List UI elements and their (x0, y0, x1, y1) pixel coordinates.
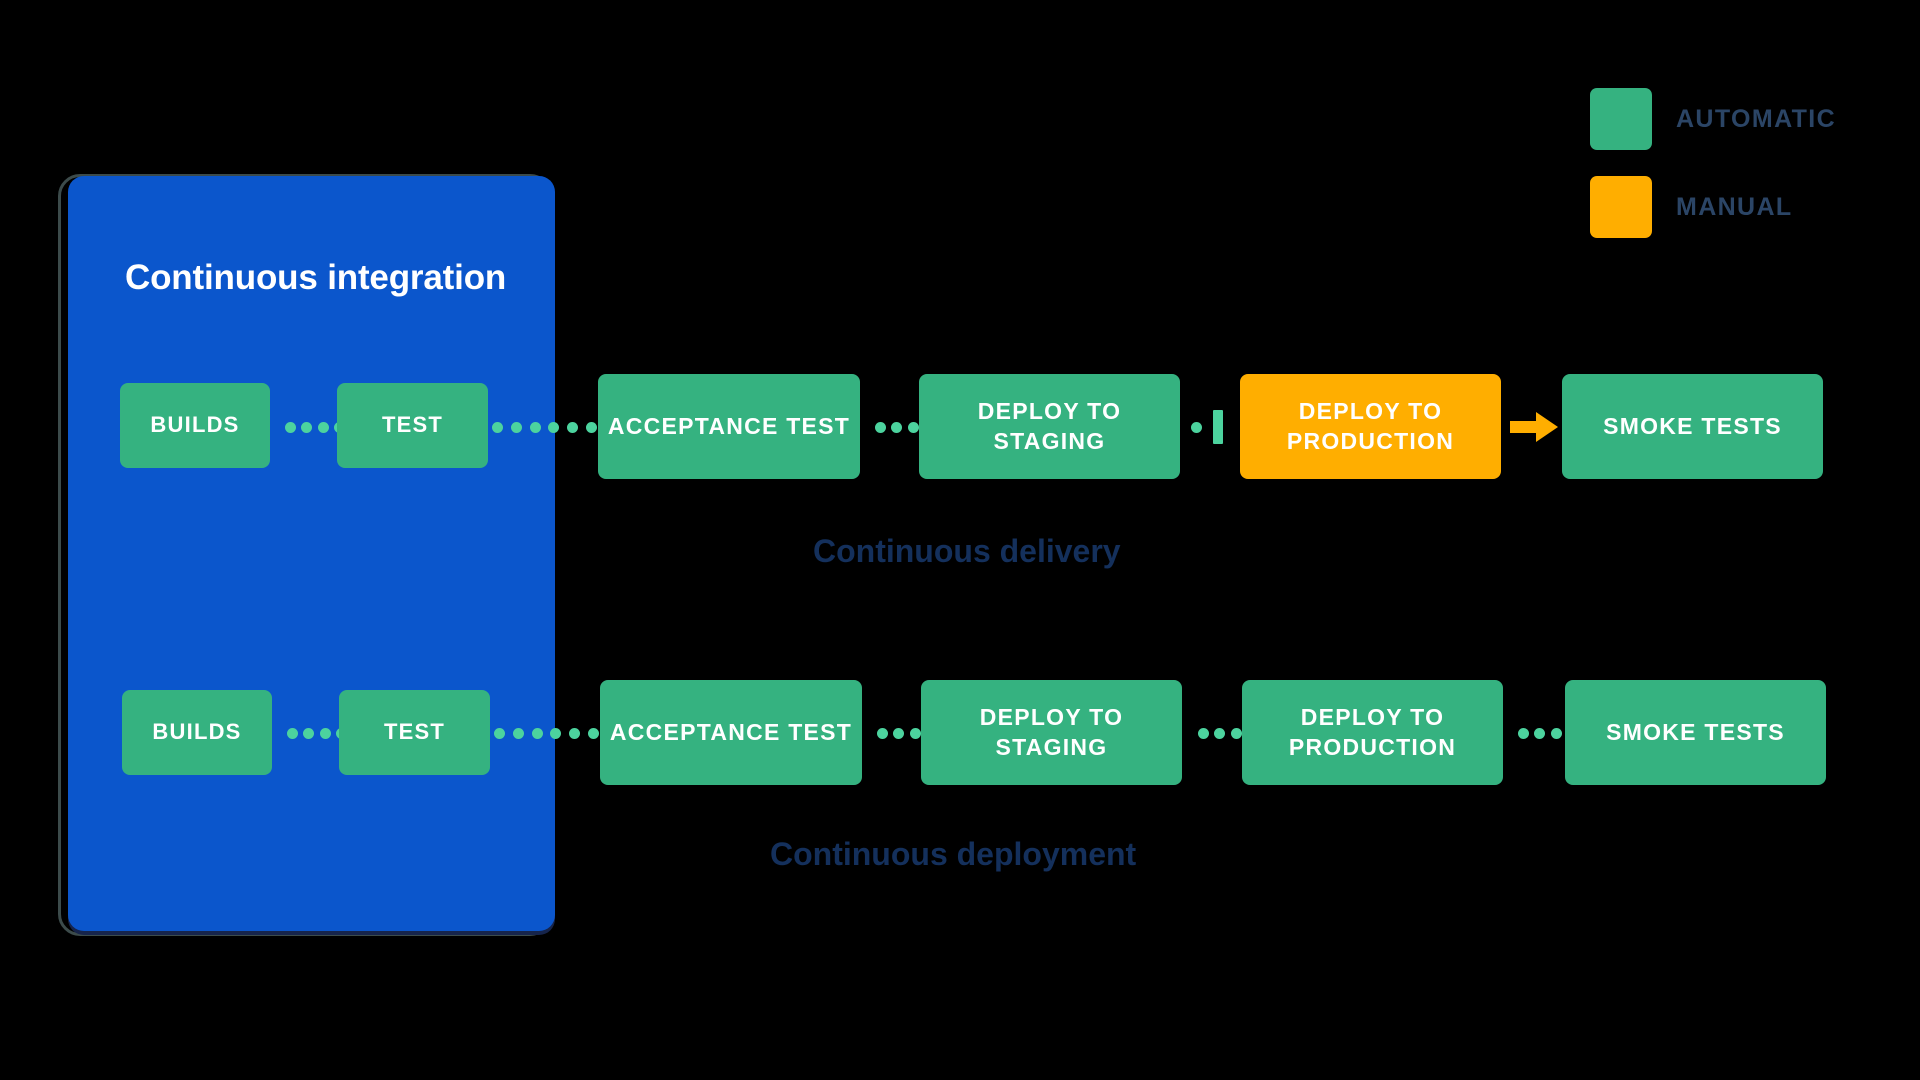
manual-swatch-icon (1590, 176, 1652, 238)
node-row2-test[interactable]: TEST (339, 690, 490, 775)
node-row2-acceptance-test[interactable]: ACCEPTANCE TEST (600, 680, 862, 785)
arrow-shaft-icon (1510, 421, 1536, 433)
node-row1-test[interactable]: TEST (337, 383, 488, 468)
caption-continuous-delivery: Continuous delivery (813, 533, 1121, 569)
gate-dot-icon (1191, 421, 1202, 433)
legend-label-manual: MANUAL (1676, 192, 1793, 221)
connector-row1-production-smoke-arrow (1510, 412, 1558, 442)
caption-continuous-deployment: Continuous deployment (770, 836, 1137, 872)
legend: AUTOMATIC MANUAL (1590, 88, 1836, 238)
node-row1-acceptance-test[interactable]: ACCEPTANCE TEST (598, 374, 860, 479)
arrow-head-icon (1536, 412, 1558, 442)
legend-label-automatic: AUTOMATIC (1676, 104, 1837, 133)
node-row2-deploy-production[interactable]: DEPLOY TO PRODUCTION (1242, 680, 1503, 785)
node-row2-deploy-staging[interactable]: DEPLOY TO STAGING (921, 680, 1182, 785)
node-row1-builds[interactable]: BUILDS (120, 383, 270, 468)
manual-gate-bar-icon (1213, 410, 1223, 444)
node-row1-deploy-production[interactable]: DEPLOY TO PRODUCTION (1240, 374, 1501, 479)
node-row2-builds[interactable]: BUILDS (122, 690, 272, 775)
node-row1-smoke-tests[interactable]: SMOKE TESTS (1562, 374, 1823, 479)
legend-item-manual: MANUAL (1590, 176, 1836, 238)
continuous-integration-panel (68, 176, 555, 931)
legend-item-automatic: AUTOMATIC (1590, 88, 1836, 150)
connector-row1-staging-production-gate (1191, 410, 1223, 444)
node-row2-smoke-tests[interactable]: SMOKE TESTS (1565, 680, 1826, 785)
ci-panel-title: Continuous integration (125, 258, 507, 297)
node-row1-deploy-staging[interactable]: DEPLOY TO STAGING (919, 374, 1180, 479)
automatic-swatch-icon (1590, 88, 1652, 150)
